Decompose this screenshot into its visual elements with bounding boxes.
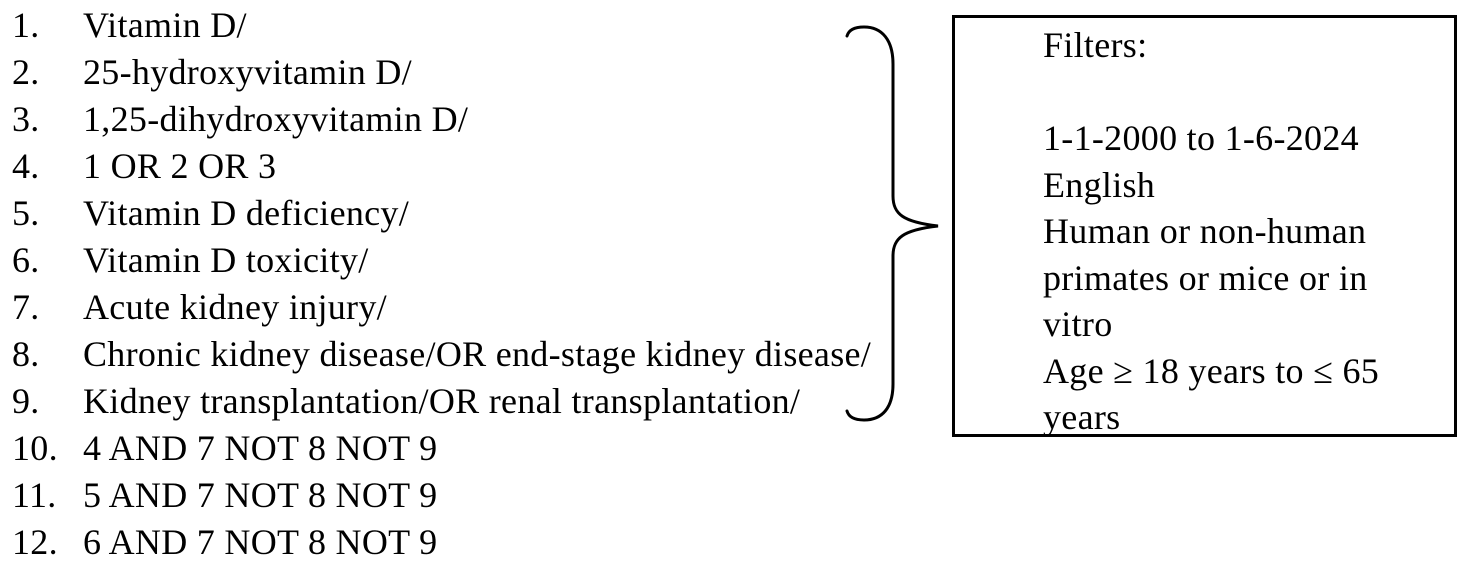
search-step-list: 1. Vitamin D/ 2. 25-hydroxyvitamin D/ 3.…: [12, 2, 871, 566]
search-step-number: 12.: [12, 522, 58, 562]
search-step-row: 11. 5 AND 7 NOT 8 NOT 9: [12, 472, 871, 519]
search-step-number: 5.: [12, 193, 40, 233]
search-step-text: Kidney transplantation/OR renal transpla…: [83, 381, 801, 421]
search-step-text: Chronic kidney disease/OR end-stage kidn…: [83, 334, 872, 374]
search-step-number: 1.: [12, 5, 40, 45]
search-step-number: 7.: [12, 287, 40, 327]
search-step-text: 4 AND 7 NOT 8 NOT 9: [83, 428, 438, 468]
search-step-number: 11.: [12, 475, 57, 515]
search-step-number: 9.: [12, 381, 40, 421]
search-step-row: 8. Chronic kidney disease/OR end-stage k…: [12, 331, 871, 378]
filters-title: Filters:: [1043, 25, 1148, 65]
search-step-row: 10. 4 AND 7 NOT 8 NOT 9: [12, 425, 871, 472]
search-step-row: 2. 25-hydroxyvitamin D/: [12, 49, 871, 96]
search-step-number: 4.: [12, 146, 40, 186]
search-step-text: Vitamin D deficiency/: [83, 193, 410, 233]
filter-entry-age: Age ≥ 18 years to ≤ 65 years: [1043, 350, 1380, 437]
search-step-number: 8.: [12, 334, 40, 374]
search-step-text: 25-hydroxyvitamin D/: [83, 52, 412, 92]
search-step-number: 6.: [12, 240, 40, 280]
filter-entry-language: English: [1043, 164, 1156, 205]
filter-entry-date-range: 1-1-2000 to 1-6-2024: [1043, 118, 1359, 158]
search-step-row: 3. 1,25-dihydroxyvitamin D/: [12, 96, 871, 143]
search-step-text: 5 AND 7 NOT 8 NOT 9: [83, 475, 438, 515]
search-step-text: Vitamin D toxicity/: [83, 240, 369, 280]
search-step-text: 1,25-dihydroxyvitamin D/: [83, 99, 469, 139]
search-step-row: 7. Acute kidney injury/: [12, 284, 871, 331]
search-step-row: 4. 1 OR 2 OR 3: [12, 143, 871, 190]
search-step-row: 5. Vitamin D deficiency/: [12, 190, 871, 237]
search-step-number: 2.: [12, 52, 40, 92]
search-step-row: 1. Vitamin D/: [12, 2, 871, 49]
search-step-row: 12. 6 AND 7 NOT 8 NOT 9: [12, 519, 871, 566]
search-step-text: Acute kidney injury/: [83, 287, 387, 327]
search-step-text: 1 OR 2 OR 3: [83, 146, 277, 186]
search-step-row: 9. Kidney transplantation/OR renal trans…: [12, 378, 871, 425]
search-step-text: Vitamin D/: [83, 5, 247, 45]
filter-entry-species: Human or non-human primates or mice or i…: [1043, 211, 1368, 344]
filters-box: Filters: 1-1-2000 to 1-6-2024 English Hu…: [952, 15, 1457, 437]
search-step-row: 6. Vitamin D toxicity/: [12, 237, 871, 284]
search-step-number: 3.: [12, 99, 40, 139]
search-step-text: 6 AND 7 NOT 8 NOT 9: [83, 522, 438, 562]
search-step-number: 10.: [12, 428, 58, 468]
